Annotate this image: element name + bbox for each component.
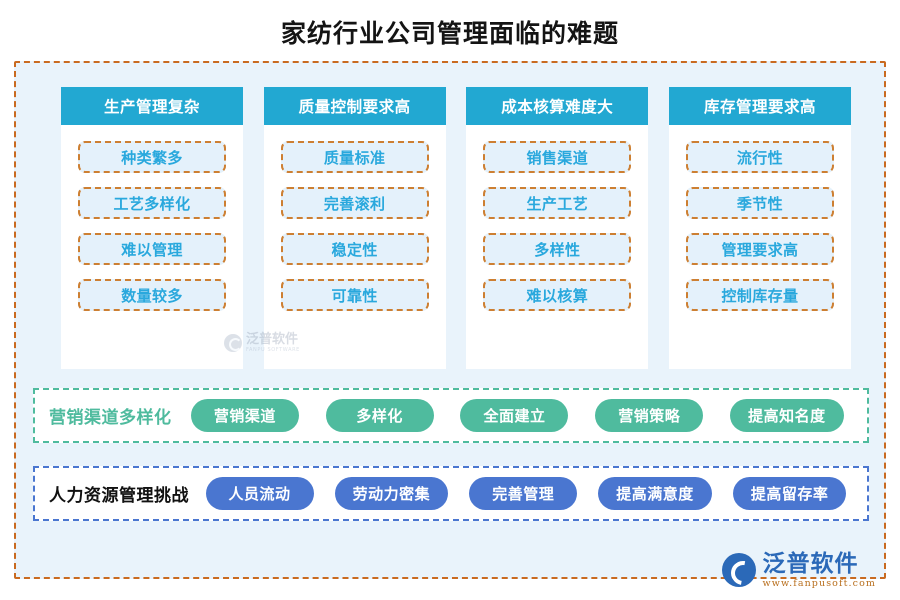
pill-group-green: 营销渠道 多样化 全面建立 营销策略 提高知名度 <box>172 399 858 432</box>
column-body-4: 流行性 季节性 管理要求高 控制库存量 <box>669 125 851 369</box>
pill-group-blue: 人员流动 劳动力密集 完善管理 提高满意度 提高留存率 <box>189 477 857 510</box>
column-card-1: 生产管理复杂 种类繁多 工艺多样化 难以管理 数量较多 <box>61 87 243 369</box>
pill: 提高知名度 <box>730 399 844 432</box>
brand-logo: 泛普软件 www.fanpusoft.com <box>721 550 876 589</box>
column-card-3: 成本核算难度大 销售渠道 生产工艺 多样性 难以核算 <box>466 87 649 369</box>
columns-container: 生产管理复杂 种类繁多 工艺多样化 难以管理 数量较多 质量控制要求高 质量标准… <box>61 87 851 369</box>
item-chip: 生产工艺 <box>483 187 632 219</box>
pill: 多样化 <box>325 399 434 432</box>
item-chip: 种类繁多 <box>78 141 226 173</box>
pill: 完善管理 <box>469 477 578 510</box>
row-label: 营销渠道多样化 <box>49 408 172 428</box>
column-body-1: 种类繁多 工艺多样化 难以管理 数量较多 <box>61 125 243 369</box>
item-chip: 数量较多 <box>78 279 226 311</box>
pill: 营销渠道 <box>190 399 299 432</box>
column-header-4: 库存管理要求高 <box>668 87 851 125</box>
brand-text: 泛普软件 www.fanpusoft.com <box>762 550 876 589</box>
item-chip: 控制库存量 <box>685 279 834 311</box>
item-chip: 难以管理 <box>78 233 226 265</box>
item-chip: 多样性 <box>483 233 632 265</box>
pill: 提高满意度 <box>598 477 712 510</box>
row-label: 人力资源管理挑战 <box>49 486 189 506</box>
brand-name: 泛普软件 <box>762 550 859 577</box>
item-chip: 质量标准 <box>280 141 429 173</box>
item-chip: 工艺多样化 <box>78 187 226 219</box>
column-header-2: 质量控制要求高 <box>263 87 446 125</box>
page-title: 家纺行业公司管理面临的难题 <box>280 19 619 48</box>
column-header-1: 生产管理复杂 <box>61 87 243 125</box>
pill: 劳动力密集 <box>334 477 449 510</box>
pill: 提高留存率 <box>732 477 847 510</box>
pill: 营销策略 <box>595 399 704 432</box>
item-chip: 季节性 <box>685 187 834 219</box>
column-card-2: 质量控制要求高 质量标准 完善滚利 稳定性 可靠性 <box>263 87 446 369</box>
diagram-panel: 生产管理复杂 种类繁多 工艺多样化 难以管理 数量较多 质量控制要求高 质量标准… <box>14 61 886 579</box>
pill: 全面建立 <box>460 399 569 432</box>
column-body-3: 销售渠道 生产工艺 多样性 难以核算 <box>466 125 648 369</box>
column-body-2: 质量标准 完善滚利 稳定性 可靠性 <box>264 125 446 369</box>
item-chip: 销售渠道 <box>483 141 632 173</box>
item-chip: 难以核算 <box>483 279 632 311</box>
row-hr-challenges: 人力资源管理挑战 人员流动 劳动力密集 完善管理 提高满意度 提高留存率 <box>33 466 869 521</box>
brand-url: www.fanpusoft.com <box>762 577 876 589</box>
column-header-3: 成本核算难度大 <box>466 87 649 125</box>
row-marketing-channels: 营销渠道多样化 营销渠道 多样化 全面建立 营销策略 提高知名度 <box>33 388 869 443</box>
item-chip: 稳定性 <box>280 233 429 265</box>
pill: 人员流动 <box>205 477 314 510</box>
column-card-4: 库存管理要求高 流行性 季节性 管理要求高 控制库存量 <box>668 87 851 369</box>
item-chip: 可靠性 <box>280 279 429 311</box>
item-chip: 完善滚利 <box>280 187 429 219</box>
item-chip: 管理要求高 <box>685 233 834 265</box>
item-chip: 流行性 <box>685 141 834 173</box>
brand-logo-icon <box>721 553 756 588</box>
